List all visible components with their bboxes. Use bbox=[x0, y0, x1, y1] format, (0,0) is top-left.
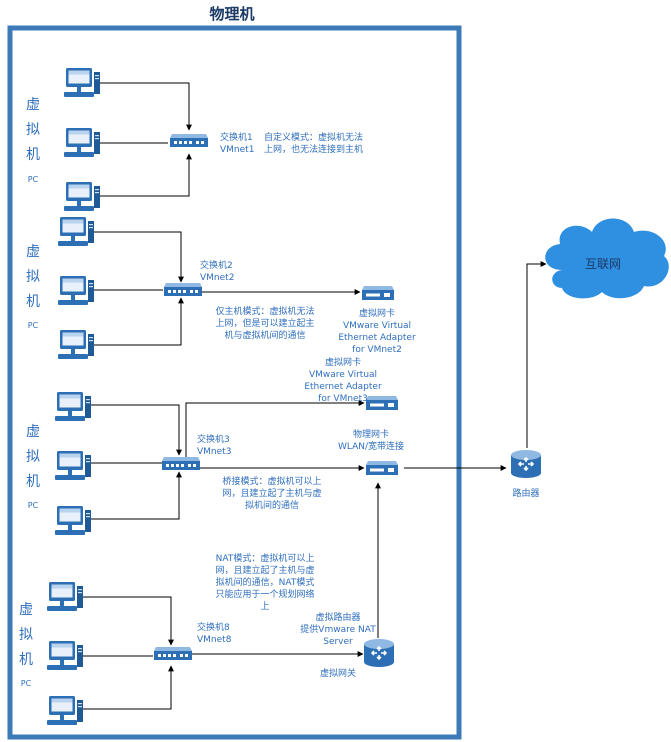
switch-icon bbox=[154, 647, 192, 660]
note-host-only-mode: 仅主机模式：虚拟机无法 上网，但是可以建立起主 机与虚拟机间的通信 bbox=[215, 305, 314, 341]
switch-icon bbox=[170, 134, 208, 147]
network-card-icon bbox=[362, 286, 394, 300]
adapter-line: 虚拟网卡 bbox=[325, 356, 361, 368]
note-line: 上 bbox=[260, 601, 269, 612]
network-card-icon bbox=[366, 396, 398, 410]
switch-vmnet: VMnet8 bbox=[197, 635, 232, 645]
side-char: 机 bbox=[19, 652, 33, 668]
note-custom-mode: 自定义模式：虚拟机无法 上网，也无法连接到主机 bbox=[264, 131, 363, 155]
switch-name: 交换机3 bbox=[197, 433, 230, 445]
pc-icon bbox=[55, 451, 91, 480]
pc-icon bbox=[58, 217, 94, 246]
pc-icon bbox=[47, 696, 83, 725]
side-char: 虚 bbox=[26, 244, 40, 260]
switch-name: 交换机8 bbox=[197, 621, 230, 633]
diagram-title: 物理机 bbox=[209, 5, 254, 23]
side-char: 拟 bbox=[26, 122, 40, 138]
group-1-pcs bbox=[64, 68, 100, 211]
adapter-line: Ethernet Adapter bbox=[304, 382, 382, 392]
note-line: 机与虚拟机间的通信 bbox=[224, 329, 305, 341]
adapter-line: Ethernet Adapter bbox=[338, 333, 416, 343]
note-line: 仅主机模式：虚拟机无法 bbox=[215, 305, 314, 317]
adapter-physical-label: 物理网卡 WLAN/宽带连接 bbox=[338, 428, 404, 452]
pc-icon bbox=[64, 182, 100, 211]
adapter-line: for VMnet2 bbox=[352, 345, 402, 355]
physical-machine-frame bbox=[7, 25, 462, 740]
nat-router-line: Server bbox=[323, 637, 353, 647]
switch-name: 交换机2 bbox=[200, 259, 233, 271]
side-char: 虚 bbox=[19, 602, 33, 618]
pc-icon bbox=[58, 330, 94, 359]
side-char: 虚 bbox=[26, 424, 40, 440]
nat-router-line: 提供Vmware NAT bbox=[300, 623, 376, 635]
adapter-vmnet2-label: 虚拟网卡 VMware Virtual Ethernet Adapter for… bbox=[338, 307, 416, 355]
note-bridge-mode: 桥接模式：虚拟机可以上 网，且建立起了主机与虚 拟机间的通信 bbox=[222, 475, 321, 511]
note-line: 网，且建立起了主机与虚 bbox=[215, 564, 314, 576]
adapter-vmnet3-label: 虚拟网卡 VMware Virtual Ethernet Adapter for… bbox=[304, 356, 382, 404]
side-char: 拟 bbox=[26, 269, 40, 285]
adapter-line: VMware Virtual bbox=[343, 321, 411, 331]
group-2-pcs bbox=[58, 217, 94, 359]
switch-2-label: 交换机2 VMnet2 bbox=[200, 259, 234, 283]
note-line: NAT模式：虚拟机可以上 bbox=[216, 552, 315, 564]
nat-gateway-label: 虚拟网关 bbox=[320, 667, 356, 679]
switch-icon bbox=[162, 457, 200, 470]
cloud-icon bbox=[545, 218, 669, 299]
side-char: PC bbox=[28, 501, 39, 510]
pc-icon bbox=[64, 68, 100, 97]
note-line: 拟机间的通信 bbox=[245, 499, 299, 511]
side-char: 拟 bbox=[19, 627, 33, 643]
group-3-pcs bbox=[55, 392, 91, 535]
note-line: 上网，但是可以建立起主 bbox=[215, 317, 314, 329]
adapter-line: 物理网卡 bbox=[353, 428, 389, 440]
group-4-pcs bbox=[47, 582, 83, 725]
pc-icon bbox=[47, 641, 83, 670]
note-line: 上网，也无法连接到主机 bbox=[264, 143, 363, 155]
side-label-group-3: 虚 拟 机 PC bbox=[26, 424, 40, 510]
router-label: 路由器 bbox=[512, 487, 539, 499]
note-nat-mode: NAT模式：虚拟机可以上 网，且建立起了主机与虚 拟机间的通信，NAT模式 只能… bbox=[215, 552, 314, 612]
switch-1-label: 交换机1 VMnet1 bbox=[220, 131, 254, 155]
note-line: 网，且建立起了主机与虚 bbox=[222, 487, 321, 499]
side-label-group-4: 虚 拟 机 PC bbox=[19, 602, 33, 688]
switch-3-label: 交换机3 VMnet3 bbox=[197, 433, 231, 457]
switch-icon bbox=[164, 283, 202, 296]
nat-router-label: 虚拟路由器 提供Vmware NAT Server bbox=[300, 611, 376, 647]
side-char: 机 bbox=[26, 294, 40, 310]
note-line: 拟机间的通信，NAT模式 bbox=[216, 576, 315, 588]
pc-icon bbox=[64, 128, 100, 157]
side-char: 机 bbox=[26, 147, 40, 163]
side-char: 机 bbox=[26, 474, 40, 490]
adapter-line: VMware Virtual bbox=[309, 370, 377, 380]
router-icon bbox=[510, 449, 542, 479]
nat-router-line: 虚拟路由器 bbox=[315, 611, 360, 623]
router-icon bbox=[363, 638, 395, 668]
pc-icon bbox=[58, 276, 94, 305]
pc-icon bbox=[47, 582, 83, 611]
pc-icon bbox=[55, 392, 91, 421]
note-line: 只能应用于一个规划网络 bbox=[215, 588, 314, 600]
side-char: PC bbox=[21, 679, 32, 688]
adapter-line: WLAN/宽带连接 bbox=[338, 440, 404, 452]
adapter-line: for VMnet3 bbox=[318, 394, 368, 404]
pc-icon bbox=[55, 506, 91, 535]
side-char: PC bbox=[28, 175, 39, 184]
side-char: 虚 bbox=[26, 97, 40, 113]
side-label-group-1: 虚 拟 机 PC bbox=[26, 97, 40, 184]
note-line: 自定义模式：虚拟机无法 bbox=[264, 131, 363, 143]
internet-label: 互联网 bbox=[585, 257, 621, 271]
switch-vmnet: VMnet3 bbox=[197, 447, 231, 457]
switch-name: 交换机1 bbox=[220, 131, 253, 143]
side-char: 拟 bbox=[26, 449, 40, 465]
switch-8-label: 交换机8 VMnet8 bbox=[197, 621, 232, 645]
side-label-group-2: 虚 拟 机 PC bbox=[26, 244, 40, 330]
adapter-line: 虚拟网卡 bbox=[359, 307, 395, 319]
switch-vmnet: VMnet1 bbox=[220, 145, 254, 155]
switch-vmnet: VMnet2 bbox=[200, 273, 234, 283]
note-line: 桥接模式：虚拟机可以上 bbox=[222, 475, 321, 487]
network-card-icon bbox=[366, 461, 398, 475]
side-char: PC bbox=[28, 321, 39, 330]
